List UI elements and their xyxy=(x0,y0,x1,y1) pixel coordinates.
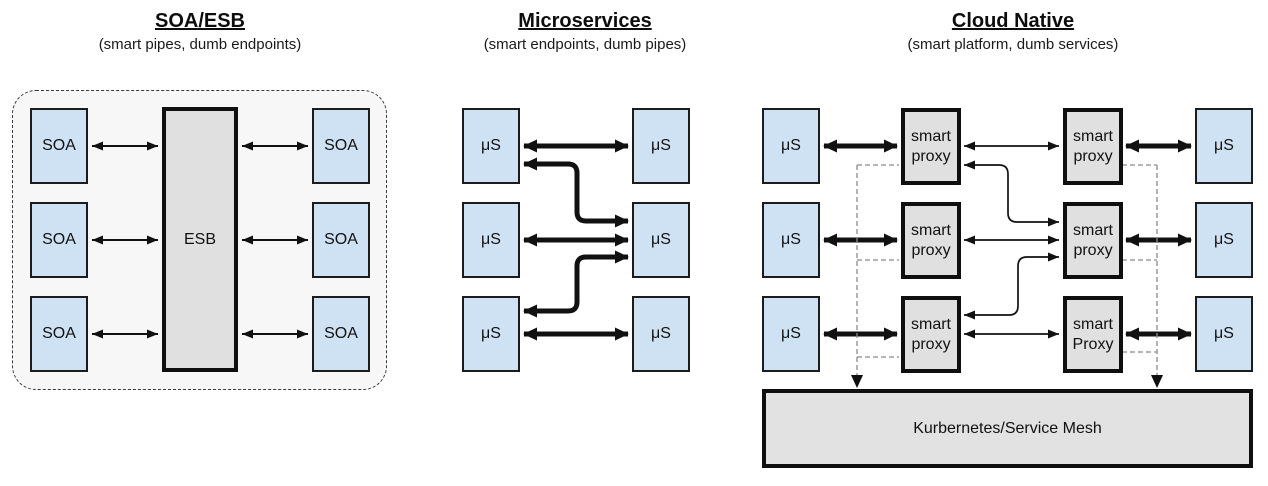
microservices-title: Microservices xyxy=(518,10,652,32)
down-arrowhead xyxy=(851,375,863,388)
smart-proxy-box: smart Proxy xyxy=(1063,296,1123,373)
cloud-native-thin-arrows-group xyxy=(964,141,1059,339)
soa-box: SOA xyxy=(312,202,370,278)
smart-proxy-box: smart proxy xyxy=(901,202,961,279)
microservice-box: μS xyxy=(632,296,690,372)
microservice-box: μS xyxy=(462,296,520,372)
soa-esb-subtitle: (smart pipes, dumb endpoints) xyxy=(98,36,302,53)
control-plane-dashed-group xyxy=(851,164,1163,388)
microservice-box: μS xyxy=(762,202,820,278)
smart-proxy-box: smart proxy xyxy=(901,296,961,373)
microservice-box: μS xyxy=(1195,202,1253,278)
microservice-box: μS xyxy=(762,296,820,372)
down-arrowhead xyxy=(1151,375,1163,388)
soa-box: SOA xyxy=(30,202,88,278)
soa-box: SOA xyxy=(312,296,370,372)
soa-esb-title: SOA/ESB xyxy=(154,10,246,32)
thick-s-curve-arrow xyxy=(523,250,629,318)
smart-proxy-box: smart proxy xyxy=(1063,202,1123,279)
soa-esb-header: SOA/ESB (smart pipes, dumb endpoints) xyxy=(40,10,360,54)
platform-box: Kurbernetes/Service Mesh xyxy=(762,389,1253,468)
thin-s-curve-arrow xyxy=(964,252,1059,320)
microservices-arrows-group xyxy=(523,139,629,341)
microservices-subtitle: (smart endpoints, dumb pipes) xyxy=(483,36,687,53)
esb-box: ESB xyxy=(162,107,238,372)
microservice-box: μS xyxy=(632,202,690,278)
smart-proxy-box: smart proxy xyxy=(1063,108,1123,185)
cloud-native-title: Cloud Native xyxy=(951,10,1075,32)
soa-box: SOA xyxy=(30,296,88,372)
microservice-box: μS xyxy=(462,202,520,278)
microservice-box: μS xyxy=(462,108,520,184)
microservices-header: Microservices (smart endpoints, dumb pip… xyxy=(425,10,745,54)
thick-s-curve-arrow xyxy=(523,157,629,228)
microservice-box: μS xyxy=(1195,296,1253,372)
cloud-native-header: Cloud Native (smart platform, dumb servi… xyxy=(853,10,1173,54)
microservice-box: μS xyxy=(1195,108,1253,184)
thin-s-curve-arrow xyxy=(964,160,1059,227)
soa-box: SOA xyxy=(312,108,370,184)
microservice-box: μS xyxy=(762,108,820,184)
microservice-box: μS xyxy=(632,108,690,184)
soa-box: SOA xyxy=(30,108,88,184)
cloud-native-subtitle: (smart platform, dumb services) xyxy=(907,36,1119,53)
cloud-native-thick-arrows-group xyxy=(823,139,1192,341)
smart-proxy-box: smart proxy xyxy=(901,108,961,185)
soa-esb-arrows-group xyxy=(92,141,308,339)
